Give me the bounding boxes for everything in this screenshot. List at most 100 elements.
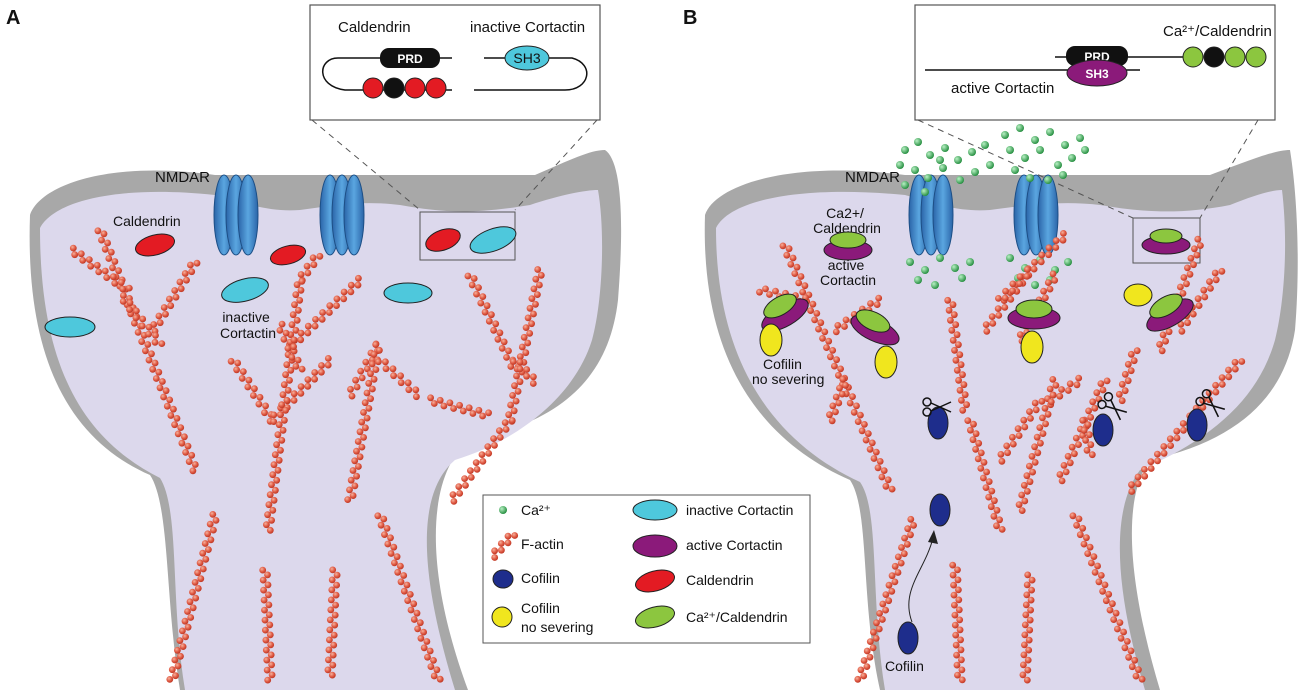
cofilin-label-b: Cofilin	[885, 658, 924, 674]
actin-filament	[263, 276, 306, 534]
calcium-ion	[901, 146, 909, 154]
actin-filament	[1019, 571, 1036, 684]
cofilin-arrow	[908, 537, 934, 623]
inactive-cortactin-a-3	[383, 282, 433, 304]
calcium-ion	[936, 254, 944, 262]
actin-filament	[69, 244, 133, 293]
actin-filament	[995, 230, 1067, 302]
calcium-ion	[1031, 281, 1039, 289]
calcium-ion	[911, 166, 919, 174]
legend-actin-symbol	[491, 532, 519, 561]
actin-filament	[227, 357, 275, 425]
cofilin-b-4	[929, 493, 951, 527]
active-cortactin-label-inset: active Cortactin	[951, 80, 1054, 97]
nmdar-label-a: NMDAR	[155, 169, 210, 186]
calcium-ion	[896, 161, 904, 169]
calcium-ion	[1064, 258, 1072, 266]
panel-a-letter: A	[6, 7, 20, 29]
cofilin-b-2	[1092, 413, 1114, 447]
cofilin-yellow-b-3	[1020, 330, 1044, 364]
inset-b-title: Ca²⁺/Caldendrin	[1163, 23, 1272, 40]
ef-hand-1	[362, 77, 384, 99]
actin-filament	[259, 566, 276, 684]
caldendrin-a-2	[269, 244, 307, 266]
legend-cofilin-yellow-symbol	[491, 606, 513, 628]
calcium-ion	[931, 281, 939, 289]
inset-b: Ca²⁺/Caldendrin PRD SH3 active Cortactin	[914, 4, 1276, 121]
actin-filament	[297, 252, 324, 285]
nmdar-b-1	[908, 174, 954, 256]
legend-cofilin-label: Cofilin	[521, 570, 560, 586]
ef-hand-4	[425, 77, 447, 99]
inset-connector-right-a	[514, 119, 598, 211]
sh3-label-b: SH3	[1085, 67, 1109, 81]
legend-caldendrin-label: Caldendrin	[686, 572, 754, 588]
inactive-cortactin-a-4	[44, 316, 96, 338]
active-cortactin-label-b: active Cortactin	[820, 257, 876, 288]
nmdar-label-b: NMDAR	[845, 169, 900, 186]
actin-filament	[166, 511, 220, 683]
cofilin-b-5	[897, 621, 919, 655]
actin-filament	[119, 298, 166, 347]
actin-filament	[374, 512, 444, 683]
prd-domain-b	[1066, 46, 1128, 66]
cofilin-arrowhead	[928, 530, 938, 544]
calcium-ion	[1061, 141, 1069, 149]
ef-hand-b-4	[1245, 46, 1267, 68]
ef-hand-b-3	[1224, 46, 1246, 68]
complex-b-4	[850, 309, 900, 346]
actin-filament	[779, 242, 896, 493]
calcium-ion	[958, 274, 966, 282]
inset-a: Caldendrin inactive Cortactin PRD SH3	[309, 4, 601, 121]
legend-inactive-cortactin-label: inactive Cortactin	[686, 502, 793, 518]
actin-filament	[1177, 267, 1226, 335]
cofilin-yellow-b-1	[759, 323, 783, 357]
complex-b-2	[1141, 228, 1191, 255]
calcium-ion	[968, 148, 976, 156]
complex-b-6	[1146, 293, 1194, 332]
calcium-ion	[1081, 146, 1089, 154]
calcium-ion	[1076, 134, 1084, 142]
actin-filament	[276, 320, 306, 373]
calcium-ion	[956, 176, 964, 184]
cofilin-b-3	[1186, 408, 1208, 442]
calcium-ion	[1059, 171, 1067, 179]
calcium-ion	[939, 164, 947, 172]
legend-active-cortactin-label: active Cortactin	[686, 537, 782, 553]
inactive-cortactin-a-1	[469, 226, 517, 254]
legend-cofilin-ns-label-1: Cofilin	[521, 600, 560, 616]
actin-filaments-b	[756, 230, 1246, 684]
actin-filament	[826, 375, 849, 425]
sh3-label-a: SH3	[513, 50, 540, 66]
actin-filament	[944, 296, 970, 414]
legend-inactive-cortactin-symbol	[632, 499, 678, 521]
complex-b-5	[1007, 299, 1061, 330]
calcium-ion	[924, 174, 932, 182]
actin-filament	[997, 397, 1046, 465]
actin-filament	[949, 561, 966, 684]
complex-b-3	[761, 293, 809, 332]
actin-filament	[150, 259, 201, 335]
inactive-cortactin-label-a: inactive Cortactin	[220, 309, 276, 341]
calcium-ion	[1006, 146, 1014, 154]
cofilin-b-1	[927, 406, 949, 440]
legend-active-cortactin-symbol	[632, 534, 678, 558]
calcium-ion	[986, 161, 994, 169]
calcium-ion	[1016, 124, 1024, 132]
actin-filament	[1047, 374, 1083, 406]
calcium-ion	[1054, 161, 1062, 169]
calcium-ion	[981, 141, 989, 149]
legend-ca-caldendrin-symbol	[635, 605, 675, 629]
caldendrin-a-1	[135, 233, 175, 257]
calcium-ion	[971, 168, 979, 176]
calcium-ion	[1046, 128, 1054, 136]
panel-a: A NMDAR Caldendrin inactive	[6, 4, 622, 690]
calcium-ion	[1021, 154, 1029, 162]
calcium-ion	[941, 144, 949, 152]
cortactin-chain	[474, 57, 588, 91]
prd-label-a: PRD	[397, 52, 423, 66]
actin-filament	[290, 274, 362, 351]
panel-b-letter: B	[683, 7, 697, 29]
calcium-ion	[966, 258, 974, 266]
legend-ca-label: Ca²⁺	[521, 502, 551, 518]
